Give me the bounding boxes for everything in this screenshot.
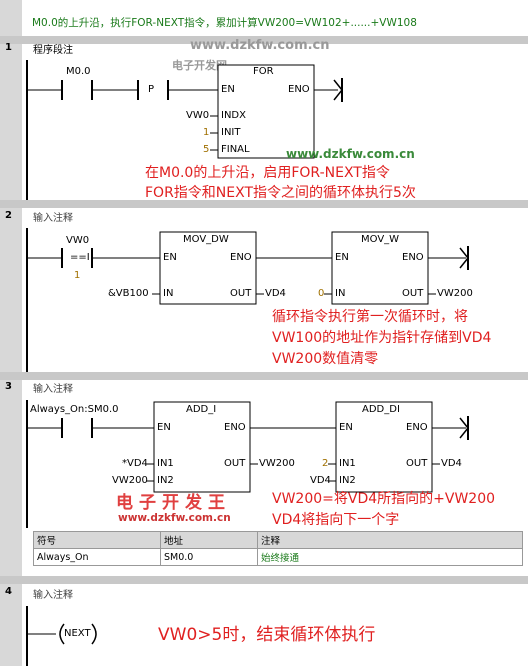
power-rail-4: [26, 606, 28, 666]
add-di-out-pin: OUT: [406, 458, 428, 469]
mov-w-out-pin: OUT: [402, 288, 424, 299]
network-3-note-line-2: VD4将指向下一个字: [272, 512, 400, 528]
watermark-5: www.dzkfw.com.cn: [118, 512, 231, 524]
network-2-note-line-1: 循环指令执行第一次循环时，将: [272, 309, 468, 325]
contact-m00-label[interactable]: M0.0: [66, 66, 91, 77]
gutter-network-1: [0, 44, 22, 200]
for-final-pin: FINAL: [221, 144, 250, 155]
for-eno-pin: ENO: [288, 84, 310, 95]
network-2-title[interactable]: 输入注释: [33, 213, 73, 224]
mov-dw-eno-pin: ENO: [230, 252, 252, 263]
network-number-3: 3: [5, 381, 12, 392]
p-contact-label[interactable]: P: [148, 84, 155, 95]
add-di-in2-pin: IN2: [339, 475, 356, 486]
symbol-cell[interactable]: Always_On: [33, 548, 161, 566]
mov-dw-out-value[interactable]: VD4: [265, 288, 286, 299]
for-init-value[interactable]: 1: [203, 127, 210, 138]
watermark-2: 电子开发网: [172, 59, 227, 72]
comment-cell[interactable]: 始终接通: [257, 548, 523, 566]
add-i-out-value[interactable]: VW200: [259, 458, 295, 469]
network-3-title[interactable]: 输入注释: [33, 384, 73, 395]
power-rail-2: [26, 228, 28, 372]
add-di-out-value[interactable]: VD4: [441, 458, 462, 469]
add-i-in2-value[interactable]: VW200: [112, 475, 148, 486]
mov-w-en-pin: EN: [335, 252, 349, 263]
add-i-in1-pin: IN1: [157, 458, 174, 469]
mov-w-out-value[interactable]: VW200: [437, 288, 473, 299]
table-row[interactable]: Always_On SM0.0 始终接通: [33, 548, 523, 566]
power-rail-1: [26, 60, 28, 200]
add-i-eno-pin: ENO: [224, 422, 246, 433]
comment-header[interactable]: 注释: [257, 531, 523, 549]
network-1-note-line-2: FOR指令和NEXT指令之间的循环体执行5次: [145, 185, 416, 201]
watermark-3: www.dzkfw.com.cn: [286, 147, 415, 161]
add-di-eno-pin: ENO: [406, 422, 428, 433]
add-di-en-pin: EN: [339, 422, 353, 433]
mov-dw-out-pin: OUT: [230, 288, 252, 299]
mov-w-in-pin: IN: [335, 288, 346, 299]
for-init-pin: INIT: [221, 127, 241, 138]
mov-dw-box-title[interactable]: MOV_DW: [183, 234, 229, 245]
network-number-1: 1: [5, 42, 12, 53]
for-indx-pin: INDX: [221, 110, 246, 121]
network-1-note-line-1: 在M0.0的上升沿，启用FOR-NEXT指令: [145, 165, 390, 181]
contact-vw0-label[interactable]: VW0: [66, 235, 90, 246]
add-di-in1-pin: IN1: [339, 458, 356, 469]
compare-value[interactable]: 1: [74, 270, 81, 281]
program-comment[interactable]: M0.0的上升沿，执行FOR-NEXT指令，累加计算VW200=VW102+..…: [32, 17, 417, 29]
gutter-network-4: [0, 584, 22, 666]
symbol-header[interactable]: 符号: [33, 531, 161, 549]
power-rail-3: [26, 400, 28, 528]
network-1-title[interactable]: 程序段注: [33, 45, 73, 56]
compare-operator: ==I: [70, 252, 90, 263]
add-di-in1-value[interactable]: 2: [322, 458, 329, 469]
mov-w-eno-pin: ENO: [402, 252, 424, 263]
next-coil[interactable]: NEXT: [64, 628, 91, 639]
add-i-box-title[interactable]: ADD_I: [186, 404, 217, 415]
mov-w-box-title[interactable]: MOV_W: [361, 234, 400, 245]
gutter-top: [0, 0, 22, 36]
add-i-in1-value[interactable]: *VD4: [122, 458, 148, 469]
separator-2: [0, 372, 528, 380]
network-number-2: 2: [5, 210, 12, 221]
for-indx-value[interactable]: VW0: [186, 110, 210, 121]
add-i-in2-pin: IN2: [157, 475, 174, 486]
network-3-note-line-1: VW200=将VD4所指向的+VW200: [272, 491, 496, 507]
gutter-network-3: [0, 380, 22, 576]
mov-w-in-value[interactable]: 0: [318, 288, 325, 299]
mov-dw-in-pin: IN: [163, 288, 174, 299]
mov-dw-in-value[interactable]: &VB100: [108, 288, 149, 299]
add-i-out-pin: OUT: [224, 458, 246, 469]
symbol-table: 符号 地址 注释 Always_On SM0.0 始终接通: [33, 531, 523, 566]
for-en-pin: EN: [221, 84, 235, 95]
add-i-en-pin: EN: [157, 422, 171, 433]
for-final-value[interactable]: 5: [203, 144, 210, 155]
gutter-network-2: [0, 208, 22, 372]
network-number-4: 4: [5, 586, 12, 597]
network-2-note-line-2: VW100的地址作为指针存储到VD4: [272, 330, 492, 346]
network-4-note: VW0>5时，结束循环体执行: [158, 625, 376, 645]
watermark-1: www.dzkfw.com.cn: [190, 38, 330, 53]
add-di-box-title[interactable]: ADD_DI: [362, 404, 400, 415]
watermark-4: 电子开发王: [116, 493, 231, 513]
separator-1: [0, 200, 528, 208]
network-2-note-line-3: VW200数值清零: [272, 351, 379, 367]
mov-dw-en-pin: EN: [163, 252, 177, 263]
contact-always-on-label[interactable]: Always_On:SM0.0: [30, 404, 119, 415]
separator-top: [0, 36, 528, 44]
add-di-in2-value[interactable]: VD4: [310, 475, 331, 486]
for-box-title[interactable]: FOR: [253, 66, 274, 77]
separator-3: [0, 576, 528, 584]
network-4-title[interactable]: 输入注释: [33, 590, 73, 601]
